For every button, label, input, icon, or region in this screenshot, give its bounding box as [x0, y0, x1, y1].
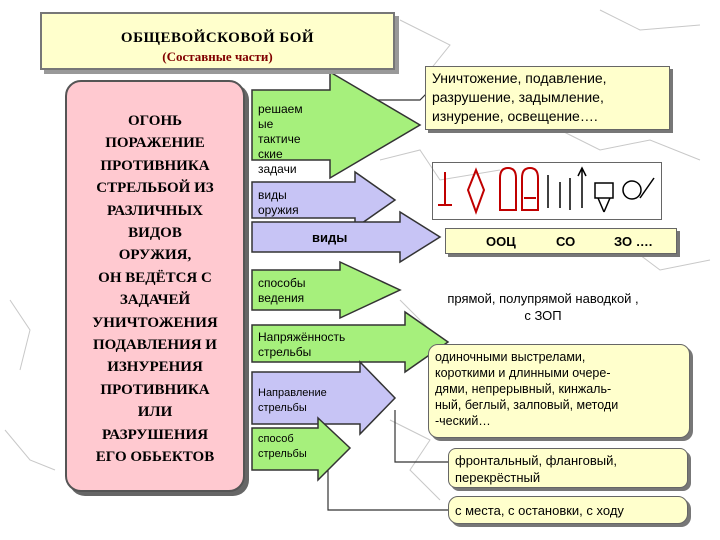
box-direction-text: фронтальный, фланговый, перекрёстный — [455, 452, 681, 486]
label-weapons: виды оружия — [258, 188, 299, 218]
arrow-kinds — [251, 210, 442, 264]
label-line: ые — [258, 117, 274, 131]
box-line: одиночными выстрелами, — [435, 350, 586, 364]
definition-line: УНИЧТОЖЕНИЯ — [92, 314, 218, 331]
definition-line: ОН ВЕДЁТСЯ С — [98, 269, 212, 286]
box-line: дями, непрерывный, кинжаль- — [435, 382, 612, 396]
box-line: Уничтожение, подавление, — [432, 70, 607, 86]
label-line: оружия — [258, 203, 299, 217]
box-line: фронтальный, фланговый, — [455, 453, 617, 468]
definition-line: РАЗЛИЧНЫХ — [106, 202, 204, 219]
fire-definition-text: ОГОНЬ ПОРАЖЕНИЕ ПРОТИВНИКА СТРЕЛЬБОЙ ИЗ … — [67, 82, 243, 469]
box-line: прямой, полупрямой наводкой , — [447, 291, 639, 306]
label-kinds: виды — [312, 230, 348, 245]
box-line: разрушение, задымление, — [432, 89, 604, 105]
definition-line: ЗАДАЧЕЙ — [119, 292, 191, 309]
arrow-weapons — [251, 170, 397, 230]
box-line: ный, беглый, залповый, методи — [435, 398, 619, 412]
label-line: тактиче — [258, 132, 301, 146]
label-line: стрельбы — [258, 402, 307, 414]
arrow-intensity — [251, 310, 450, 374]
label-way: способ стрельбы — [258, 432, 307, 462]
box-line: с ЗОП — [524, 308, 562, 323]
box-tasks: Уничтожение, подавление, разрушение, зад… — [425, 66, 670, 130]
label-line: Напряжённость — [258, 330, 346, 344]
definition-line: ПРОТИВНИКА — [100, 157, 210, 174]
page-subtitle: (Составные части) — [162, 49, 273, 64]
label-line: стрельбы — [258, 448, 307, 460]
box-direction: фронтальный, фланговый, перекрёстный — [448, 448, 688, 488]
weapon-symbols — [438, 166, 539, 215]
definition-line: ЕГО ОБЬЕКТОВ — [95, 449, 215, 466]
definition-line: ОРУЖИЯ, — [118, 247, 192, 264]
arrow-direction — [251, 360, 397, 436]
definition-line: ИЗНУРЕНИЯ — [107, 359, 203, 376]
box-kinds: ООЦ СО ЗО …. — [445, 228, 677, 254]
label-line: задачи — [258, 162, 297, 176]
label-line: способы — [258, 276, 306, 290]
fire-definition-box: ОГОНЬ ПОРАЖЕНИЕ ПРОТИВНИКА СТРЕЛЬБОЙ ИЗ … — [65, 80, 245, 492]
arrow-way — [251, 416, 352, 482]
label-line: Направление — [258, 387, 327, 399]
connector-tasks — [370, 89, 431, 101]
title-box: ОБЩЕВОЙСКОВОЙ БОЙ (Составные части) — [40, 12, 395, 70]
label-methods: способы ведения — [258, 276, 305, 306]
definition-line: ВИДОВ — [128, 225, 182, 242]
definition-line: ПОДАВЛЕНИЯ И — [93, 337, 217, 354]
label-line: ские — [258, 147, 283, 161]
box-methods-text: прямой, полупрямой наводкой , с ЗОП — [398, 290, 688, 324]
definition-line: РАЗРУШЕНИЯ — [101, 426, 209, 443]
page-title: ОБЩЕВОЙСКОВОЙ БОЙ — [120, 30, 315, 46]
box-intensity: одиночными выстрелами, короткими и длинн… — [428, 344, 690, 438]
arrow-methods — [251, 260, 402, 320]
kind-ooc: ООЦ — [486, 234, 516, 249]
label-tasks: решаем ые тактиче ские задачи — [258, 102, 303, 177]
box-line: изнурение, освещение…. — [432, 108, 598, 124]
label-line: стрельбы — [258, 345, 312, 359]
box-methods: прямой, полупрямой наводкой , с ЗОП — [398, 290, 688, 326]
definition-line: ПРОТИВНИКА — [100, 381, 210, 398]
definition-line: СТРЕЛЬБОЙ ИЗ — [96, 180, 214, 197]
label-line: виды — [258, 188, 287, 202]
box-tasks-text: Уничтожение, подавление, разрушение, зад… — [432, 69, 663, 126]
definition-line: ПОРАЖЕНИЕ — [105, 135, 205, 152]
label-line: решаем — [258, 102, 303, 116]
box-way: с места, с остановки, с ходу — [448, 496, 688, 524]
label-line: способ — [258, 433, 294, 445]
definition-line: ИЛИ — [137, 404, 173, 421]
box-line: -ческий… — [435, 414, 491, 428]
box-line: короткими и длинными очере- — [435, 366, 611, 380]
definition-line: ОГОНЬ — [127, 113, 183, 129]
weapon-symbols-frame — [432, 162, 662, 220]
arrow-tasks — [251, 70, 422, 180]
label-line: ведения — [258, 291, 305, 305]
box-way-text: с места, с остановки, с ходу — [455, 503, 624, 518]
connector-way — [327, 455, 452, 511]
box-line: перекрёстный — [455, 470, 541, 485]
connector-direction — [394, 410, 452, 463]
kind-co: СО — [556, 234, 576, 249]
label-direction: Направление стрельбы — [258, 386, 327, 416]
box-intensity-text: одиночными выстрелами, короткими и длинн… — [435, 349, 683, 429]
kind-zo: ЗО …. — [614, 234, 653, 249]
label-intensity: Напряжённость стрельбы — [258, 330, 345, 360]
